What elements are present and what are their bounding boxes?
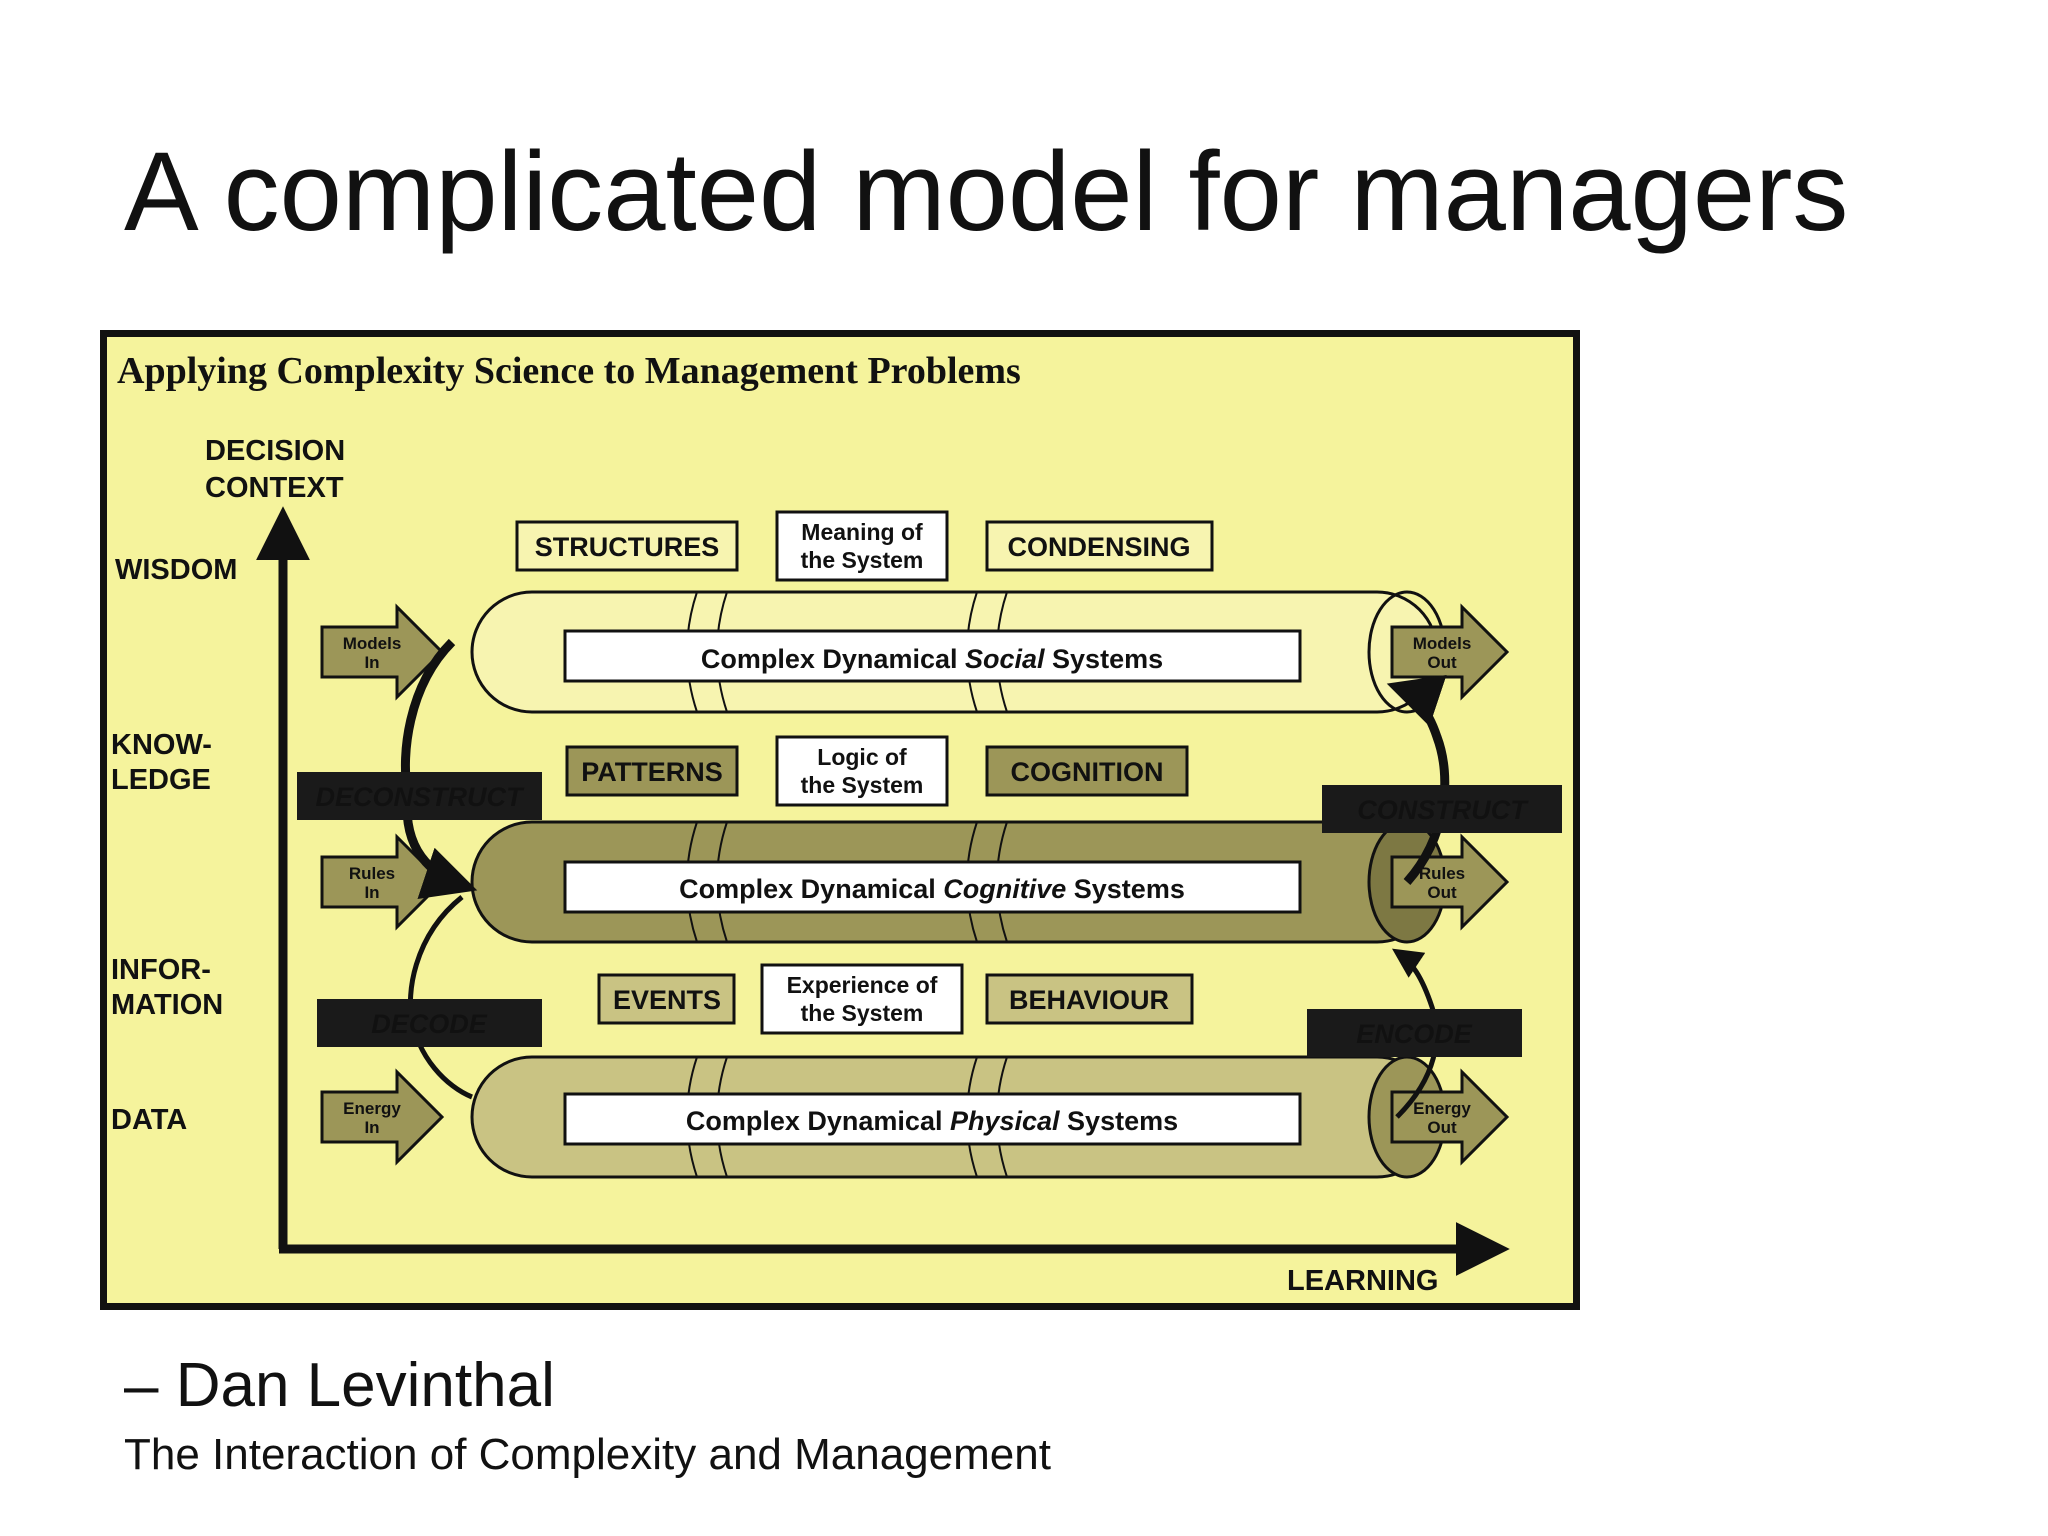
construct-box bbox=[1322, 785, 1562, 833]
physical-left-label: EVENTS bbox=[613, 985, 721, 1015]
physical-out-line2: Out bbox=[1427, 1118, 1457, 1137]
cognitive-system-label: Complex Dynamical Cognitive Systems bbox=[679, 874, 1185, 904]
social-right-box bbox=[985, 520, 1214, 572]
deconstruct-box bbox=[297, 772, 542, 820]
level-knowledge-line1: KNOW- bbox=[111, 729, 212, 761]
social-system-label: Complex Dynamical Social Systems bbox=[701, 644, 1163, 674]
level-knowledge-line2: LEDGE bbox=[111, 764, 211, 796]
slide-title: A complicated model for managers bbox=[124, 129, 1849, 254]
social-left-box bbox=[515, 520, 739, 572]
physical-center-box bbox=[760, 963, 964, 1035]
social-in-line1: Models bbox=[343, 634, 402, 653]
social-out-line2: Out bbox=[1427, 653, 1457, 672]
physical-system-box bbox=[563, 1092, 1302, 1146]
cognitive-center-box bbox=[775, 735, 949, 807]
decode-curve bbox=[408, 895, 473, 1100]
social-system-box bbox=[563, 629, 1302, 683]
cognitive-out-line2: Out bbox=[1427, 883, 1457, 902]
cognitive-layer: Complex Dynamical Cognitive Systems PATT… bbox=[320, 735, 1510, 944]
physical-center-line1: Experience of bbox=[787, 972, 938, 998]
cognitive-system-box bbox=[563, 860, 1302, 914]
physical-right-box bbox=[985, 973, 1194, 1025]
physical-out-line1: Energy bbox=[1413, 1099, 1471, 1118]
cognitive-left-label: PATTERNS bbox=[581, 757, 723, 787]
decode-box bbox=[317, 999, 542, 1047]
level-information-line1: INFOR- bbox=[111, 954, 211, 986]
physical-center-line2: the System bbox=[801, 1000, 924, 1026]
physical-in-arrow bbox=[320, 1068, 445, 1166]
encode-box bbox=[1307, 1009, 1522, 1057]
physical-layer: Complex Dynamical Physical Systems EVENT… bbox=[320, 963, 1510, 1179]
social-in-arrow bbox=[320, 603, 445, 701]
level-data: DATA bbox=[111, 1104, 187, 1136]
level-information-line2: MATION bbox=[111, 989, 223, 1021]
cognitive-right-box bbox=[985, 745, 1189, 797]
y-axis-label-line1: DECISION bbox=[205, 435, 345, 467]
complexity-model-diagram: Applying Complexity Science to Managemen… bbox=[111, 350, 1562, 1297]
physical-out-arrow bbox=[1390, 1068, 1510, 1166]
social-center-line2: the System bbox=[801, 547, 924, 573]
social-in-line2: In bbox=[364, 653, 379, 672]
cognitive-left-box bbox=[565, 745, 739, 797]
cognitive-in-line1: Rules bbox=[349, 864, 395, 883]
physical-in-line2: In bbox=[364, 1118, 379, 1137]
cognitive-right-label: COGNITION bbox=[1011, 757, 1164, 787]
cognitive-center-line1: Logic of bbox=[817, 744, 907, 770]
social-right-label: CONDENSING bbox=[1007, 532, 1190, 562]
attribution-author: – Dan Levinthal bbox=[124, 1351, 555, 1420]
construct-label: CONSTRUCT bbox=[1357, 795, 1529, 825]
cognitive-out-line1: Rules bbox=[1419, 864, 1465, 883]
figure-heading: Applying Complexity Science to Managemen… bbox=[117, 350, 1021, 392]
attribution-source: The Interaction of Complexity and Manage… bbox=[124, 1430, 1051, 1479]
social-center-line1: Meaning of bbox=[801, 519, 923, 545]
level-wisdom: WISDOM bbox=[115, 554, 237, 586]
y-axis-label-line2: CONTEXT bbox=[205, 472, 344, 504]
physical-left-box bbox=[597, 973, 736, 1025]
social-left-label: STRUCTURES bbox=[535, 532, 720, 562]
social-layer: Complex Dynamical Social Systems STRUCTU… bbox=[320, 510, 1510, 714]
construct-curve bbox=[1386, 675, 1450, 885]
cognitive-center-line2: the System bbox=[801, 772, 924, 798]
social-center-box bbox=[775, 510, 949, 582]
social-out-line1: Models bbox=[1413, 634, 1472, 653]
figure-frame: Applying Complexity Science to Managemen… bbox=[100, 330, 1580, 1310]
deconstruct-curve-lower bbox=[402, 806, 478, 899]
x-axis-label: LEARNING bbox=[1287, 1265, 1438, 1297]
physical-right-label: BEHAVIOUR bbox=[1009, 985, 1169, 1015]
encode-label: ENCODE bbox=[1356, 1019, 1473, 1049]
decode-label: DECODE bbox=[371, 1009, 488, 1039]
deconstruct-label: DECONSTRUCT bbox=[316, 782, 526, 812]
physical-system-label: Complex Dynamical Physical Systems bbox=[686, 1106, 1178, 1136]
cognitive-in-line2: In bbox=[364, 883, 379, 902]
cognitive-in-arrow bbox=[320, 833, 445, 931]
physical-in-line1: Energy bbox=[343, 1099, 401, 1118]
